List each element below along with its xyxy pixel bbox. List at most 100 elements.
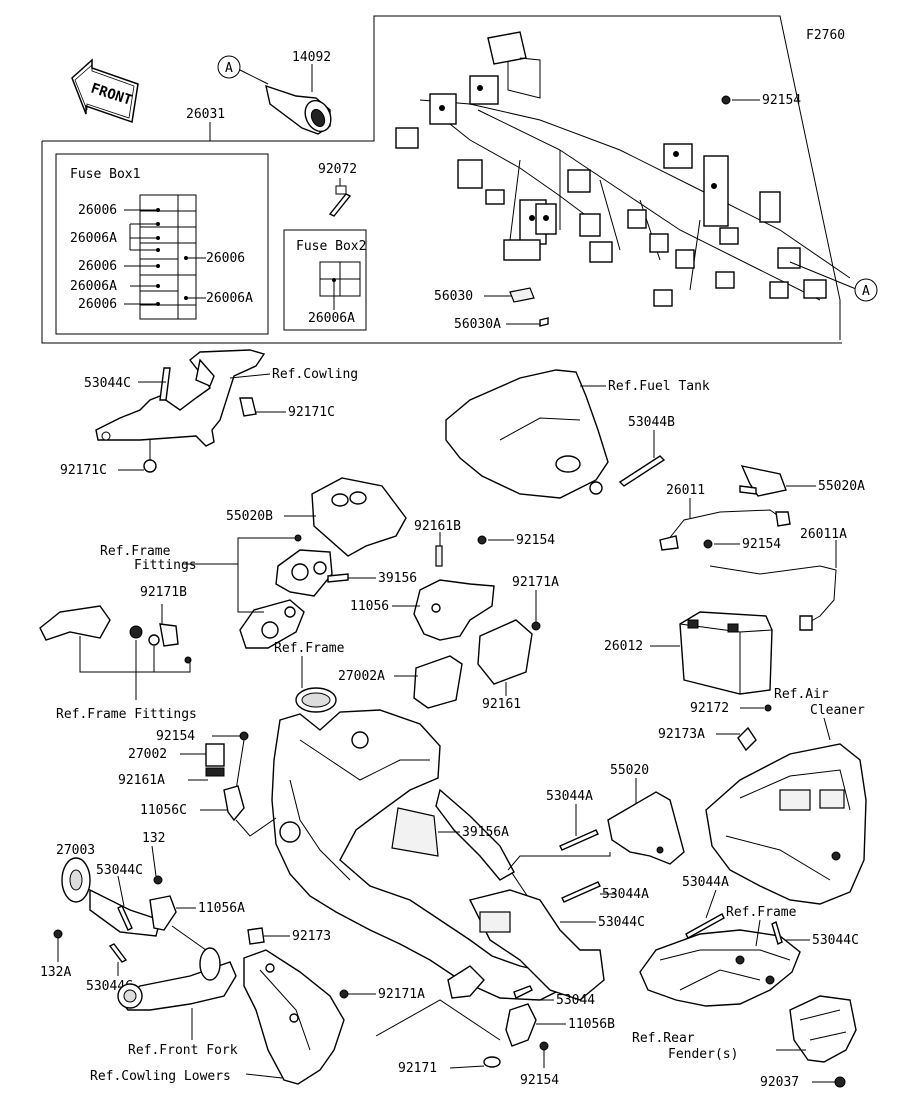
label-53044C-left: 53044C — [96, 863, 143, 878]
label-11056C: 11056C — [140, 803, 187, 818]
fuse-box1-left-2: 26006A — [70, 231, 117, 246]
label-92173A: 92173A — [658, 727, 705, 742]
label-ref-frame-fittings-1: Ref.Frame — [100, 544, 171, 559]
part-92173A — [716, 726, 757, 752]
part-53044A-low — [561, 881, 616, 903]
part-56030 — [484, 287, 549, 327]
bolt-92154-battery — [703, 539, 740, 549]
label-53044A-mid: 53044A — [546, 789, 593, 804]
label-26011A: 26011A — [800, 527, 847, 542]
label-ref-air-2: Cleaner — [810, 703, 865, 718]
part-92171 — [449, 1056, 501, 1069]
part-11056B — [375, 999, 566, 1047]
label-53044C-right: 53044C — [812, 933, 859, 948]
part-53044C-left2 — [108, 943, 128, 976]
label-92154-top: 92154 — [762, 93, 801, 108]
part-92072 — [328, 185, 352, 217]
label-ref-cowling: Ref.Cowling — [272, 367, 358, 382]
label-55020B: 55020B — [226, 509, 273, 524]
label-92154-left: 92154 — [156, 729, 195, 744]
front-arrow-icon: FRONT — [71, 58, 139, 124]
part-53044B — [618, 430, 666, 487]
fuse-box1-right-2: 26006A — [206, 291, 253, 306]
part-55020-plate — [507, 778, 685, 871]
part-27002A — [394, 655, 463, 709]
bolt-132A — [53, 929, 63, 962]
callout-a-top: A — [217, 55, 269, 85]
label-ref-rear-2: Fender(s) — [668, 1047, 738, 1062]
label-92171A-low: 92171A — [378, 987, 425, 1002]
label-53044A-right: 53044A — [682, 875, 729, 890]
fuse-box1-title: Fuse Box1 — [70, 167, 140, 182]
fuse-box1-left-3: 26006 — [78, 259, 117, 274]
label-56030: 56030 — [434, 289, 473, 304]
part-92171B-bracket — [39, 604, 192, 700]
label-ref-cowling-lowers: Ref.Cowling Lowers — [90, 1069, 231, 1084]
label-53044A-low: 53044A — [602, 887, 649, 902]
label-132A: 132A — [40, 965, 71, 980]
part-55020A — [739, 465, 816, 497]
label-92171B: 92171B — [140, 585, 187, 600]
label-132: 132 — [142, 831, 165, 846]
front-fork-clamp — [117, 947, 237, 1040]
label-ref-frame-fittings-2: Fittings — [134, 558, 197, 573]
fuse-box1-panel: Fuse Box1 26006 26006A 26006 26006A 2600… — [55, 153, 269, 335]
label-ref-frame: Ref.Frame — [274, 641, 345, 656]
cowling-lowers — [243, 949, 376, 1085]
label-27003: 27003 — [56, 843, 95, 858]
label-26012: 26012 — [604, 639, 643, 654]
label-53044B: 53044B — [628, 415, 675, 430]
label-92161: 92161 — [482, 697, 521, 712]
part-53044C-left — [117, 875, 133, 931]
fuse-box1-right-1: 26006 — [206, 251, 245, 266]
part-55020B — [284, 477, 407, 557]
label-39156: 39156 — [378, 571, 417, 586]
part-14092 — [265, 64, 332, 135]
part-39156A — [391, 807, 460, 857]
label-92171C-left: 92171C — [60, 463, 107, 478]
horn-27003 — [61, 857, 161, 937]
frame-fittings-brackets — [182, 534, 333, 649]
battery-cables — [659, 498, 837, 631]
bolt-92154-bottom — [539, 1041, 549, 1068]
bolt-132 — [151, 845, 163, 885]
label-ref-frame-fittings-bottom: Ref.Frame Fittings — [56, 707, 197, 722]
fuse-box1-left-4: 26006A — [70, 279, 117, 294]
part-92161 — [477, 619, 533, 696]
label-ref-rear-1: Ref.Rear — [632, 1031, 695, 1046]
label-ref-fuel-tank: Ref.Fuel Tank — [608, 379, 710, 394]
label-92154-mid: 92154 — [516, 533, 555, 548]
label-92161A: 92161A — [118, 773, 165, 788]
label-55020: 55020 — [610, 763, 649, 778]
bolt-92154-left — [212, 731, 249, 791]
part-53044 — [513, 985, 554, 1001]
part-92171A-mid — [531, 590, 541, 631]
label-53044C-mid: 53044C — [598, 915, 645, 930]
harness-group-outline — [41, 15, 842, 344]
part-39156 — [327, 573, 376, 583]
label-ref-air-1: Ref.Air — [774, 687, 829, 702]
rear-frame — [639, 889, 810, 1007]
svg-text:A: A — [862, 284, 870, 299]
motorcycle-frame — [271, 687, 605, 1001]
label-27002: 27002 — [128, 747, 167, 762]
label-53044: 53044 — [556, 993, 595, 1008]
label-92154-bottom: 92154 — [520, 1073, 559, 1088]
svg-text:A: A — [225, 61, 233, 76]
label-92171: 92171 — [398, 1061, 437, 1076]
label-92173: 92173 — [292, 929, 331, 944]
part-92172 — [740, 704, 772, 712]
label-92171A-mid: 92171A — [512, 575, 559, 590]
label-56030A: 56030A — [454, 317, 501, 332]
label-ref-front-fork: Ref.Front Fork — [128, 1043, 238, 1058]
label-27002A: 27002A — [338, 669, 385, 684]
part-11056C — [200, 785, 277, 837]
label-92171C-right: 92171C — [288, 405, 335, 420]
cowling-bracket — [95, 349, 266, 473]
bolt-92154-top — [721, 95, 760, 105]
label-39156A: 39156A — [462, 825, 509, 840]
label-92154-battery: 92154 — [742, 537, 781, 552]
part-92161B — [435, 532, 443, 567]
part-11056-bracket — [392, 579, 495, 641]
